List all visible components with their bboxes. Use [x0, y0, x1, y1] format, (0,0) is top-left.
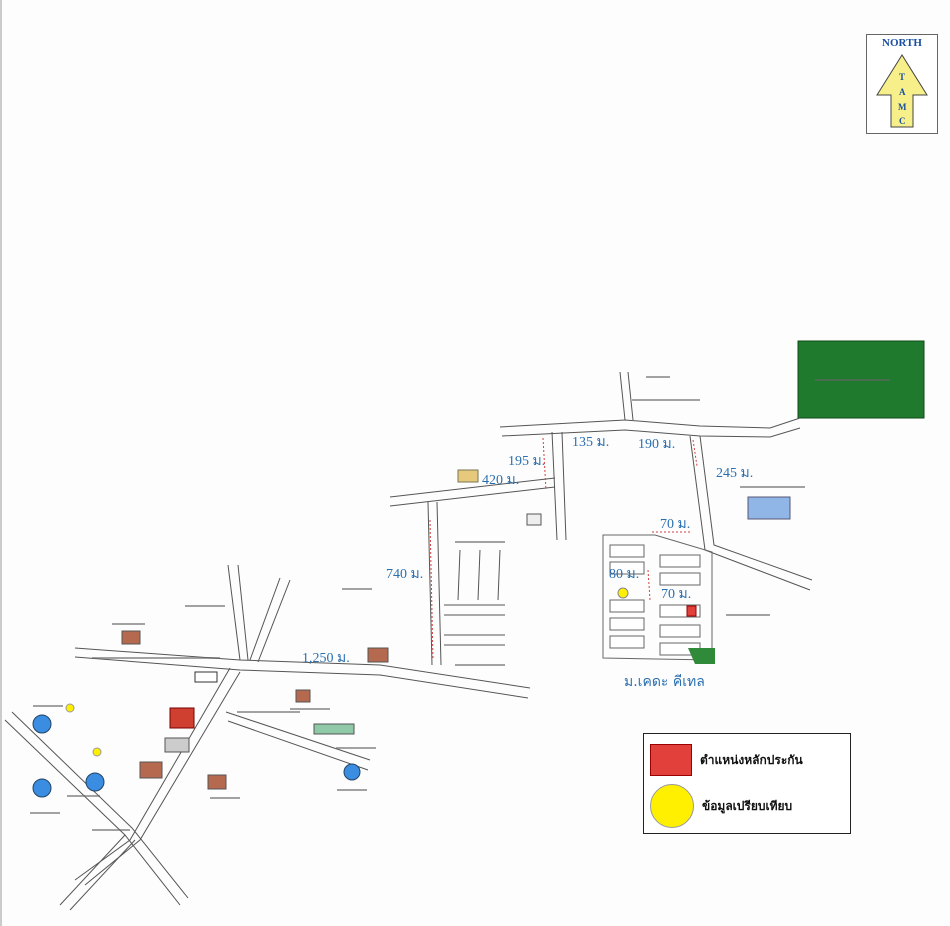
distance-420: 420 ม.	[482, 473, 519, 488]
distance-80: 80 ม.	[609, 567, 639, 582]
route-markers	[429, 437, 698, 661]
collateral-marker	[686, 605, 697, 617]
distance-70-top: 70 ม.	[660, 517, 690, 532]
distance-1250: 1,250 ม.	[302, 651, 350, 666]
distance-245: 245 ม.	[716, 466, 753, 481]
distance-135: 135 ม.	[572, 435, 609, 450]
north-arrow-icon: T A M C	[876, 54, 928, 128]
svg-text:C: C	[899, 116, 906, 126]
distance-195: 195 ม.	[508, 454, 545, 469]
comparison-swatch	[650, 784, 694, 828]
village-green-patch	[688, 648, 715, 664]
legend-comparison-label: ข้อมูลเปรียบเทียบ	[702, 798, 793, 813]
comparison-marker	[617, 587, 629, 599]
svg-text:M: M	[898, 102, 907, 112]
small-label-lines	[30, 376, 890, 831]
village-label: ม.เคดะ คีเทล	[624, 674, 705, 690]
legend-row-collateral: ตำแหน่งหลักประกัน	[650, 744, 803, 776]
map-legend: ตำแหน่งหลักประกัน ข้อมูลเปรียบเทียบ	[643, 733, 851, 834]
collateral-swatch	[650, 744, 692, 776]
distance-740: 740 ม.	[386, 567, 423, 582]
north-label: NORTH	[882, 37, 922, 49]
legend-collateral-label: ตำแหน่งหลักประกัน	[700, 752, 803, 767]
distance-190: 190 ม.	[638, 437, 675, 452]
village-plots	[602, 534, 713, 661]
roads	[4, 371, 813, 911]
building-icons	[32, 469, 791, 798]
north-arrow-box: NORTH T A M C	[866, 34, 938, 134]
legend-row-comparison: ข้อมูลเปรียบเทียบ	[650, 784, 792, 828]
svg-text:T: T	[899, 72, 905, 82]
distance-70-mid: 70 ม.	[661, 587, 691, 602]
svg-text:A: A	[899, 87, 906, 97]
